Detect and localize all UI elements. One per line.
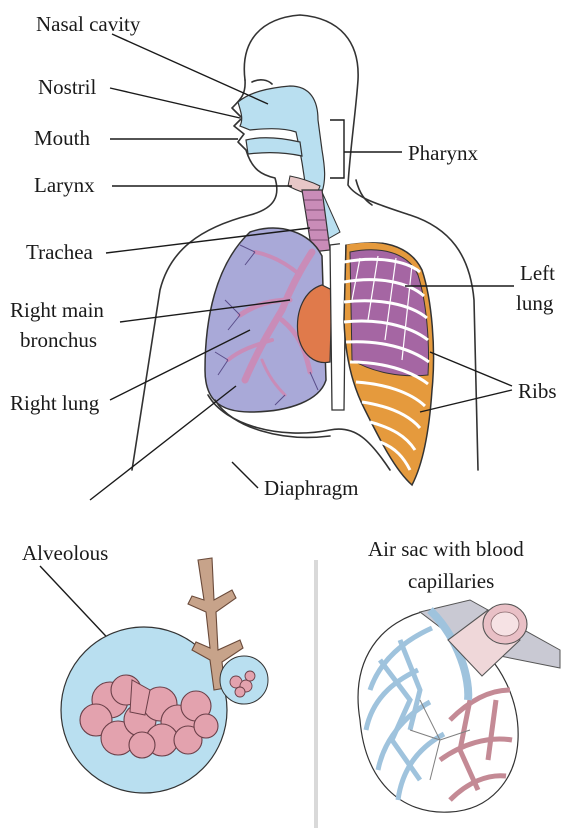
leader-alveolous-top: [90, 386, 236, 500]
label-alveolous: Alveolous: [22, 541, 108, 565]
label-mouth: Mouth: [34, 126, 91, 150]
leader-nostril: [110, 88, 240, 118]
label-larynx: Larynx: [34, 173, 95, 197]
label-pharynx: Pharynx: [408, 141, 478, 165]
oral-cavity-shape: [246, 138, 302, 156]
leader-diaphragm: [232, 462, 258, 488]
label-left-lung-line1: Left: [520, 261, 555, 285]
leader-ribs-upper: [430, 352, 512, 386]
air-sac-panel: Air sac with blood capillaries: [358, 537, 560, 812]
label-right-main-bronchus-line2: bronchus: [20, 328, 97, 352]
label-nasal-cavity: Nasal cavity: [36, 12, 141, 36]
alveoli-panel: Alveolous: [22, 541, 268, 793]
label-diaphragm: Diaphragm: [264, 476, 358, 500]
label-right-lung: Right lung: [10, 391, 100, 415]
label-air-sac-line2: capillaries: [408, 569, 494, 593]
label-air-sac-line1: Air sac with blood: [368, 537, 524, 561]
label-left-lung-line2: lung: [516, 291, 554, 315]
left-lung-ribcage: [340, 241, 434, 485]
label-ribs: Ribs: [518, 379, 557, 403]
label-right-main-bronchus-line1: Right main: [10, 298, 104, 322]
label-trachea: Trachea: [26, 240, 94, 264]
label-nostril: Nostril: [38, 75, 97, 99]
pharynx-bracket: [330, 120, 344, 178]
leader-ribs-lower: [420, 390, 512, 412]
